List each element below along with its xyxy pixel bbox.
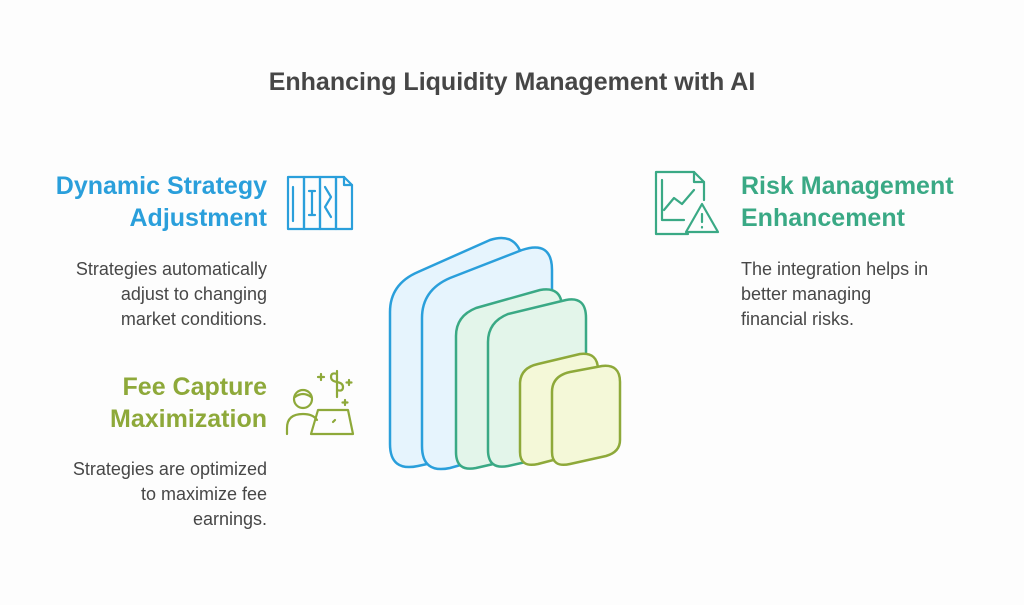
columns-icon — [286, 175, 354, 231]
strategy-heading-line1: Dynamic Strategy — [55, 172, 267, 200]
fee-desc-line3: earnings. — [192, 509, 267, 529]
risk-heading-line1: Risk Management — [741, 172, 954, 200]
risk-desc-line2: better managing — [741, 284, 872, 304]
strategy-description: Strategies automatically adjust to chang… — [76, 257, 267, 332]
fee-heading-line1: Fee Capture — [122, 373, 267, 401]
diagram-title: Enhancing Liquidity Management with AI — [268, 68, 756, 96]
fee-heading-line2: Maximization — [110, 405, 267, 433]
strategy-heading: Dynamic Strategy Adjustment — [56, 170, 267, 234]
risk-desc-line3: financial risks. — [741, 309, 855, 329]
strategy-heading-line2: Adjustment — [129, 204, 268, 232]
risk-heading-line2: Enhancement — [741, 204, 905, 232]
fee-desc-line1: Strategies are optimized — [72, 459, 267, 479]
risk-heading: Risk Management Enhancement — [741, 170, 954, 234]
fee-description: Strategies are optimized to maximize fee… — [73, 457, 267, 532]
chart-document-warning-icon — [654, 170, 720, 236]
person-laptop-dollar-icon — [285, 369, 355, 436]
risk-description: The integration helps in better managing… — [741, 257, 928, 332]
fee-heading: Fee Capture Maximization — [110, 371, 267, 435]
risk-desc-line1: The integration helps in — [741, 259, 929, 279]
strategy-desc-line1: Strategies automatically — [75, 259, 267, 279]
layer-olive-front — [550, 364, 622, 466]
strategy-desc-line3: market conditions. — [120, 309, 267, 329]
strategy-desc-line2: adjust to changing — [120, 284, 267, 304]
layered-stack-graphic — [388, 236, 622, 471]
fee-desc-line2: to maximize fee — [140, 484, 267, 504]
